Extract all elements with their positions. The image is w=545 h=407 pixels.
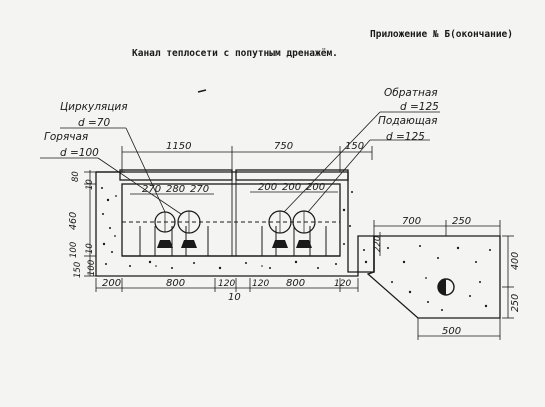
dim-750: 750 — [274, 141, 293, 152]
drain-pipe — [437, 278, 455, 296]
dim-left-80: 80 — [71, 171, 81, 182]
dim-left-150: 150 — [73, 262, 83, 278]
label-circulation-d: d =70 — [78, 117, 110, 129]
dim-left-10a: 10 — [85, 179, 95, 190]
dim-left-10b: 10 — [85, 243, 95, 254]
dim-b-120c: 120 — [334, 279, 351, 289]
dim-r-220: 220 — [373, 236, 383, 252]
appendix-label: Приложение № Б(окончание) — [370, 29, 513, 40]
dim-left-100b: 100 — [87, 260, 97, 276]
dim-r-400: 400 — [510, 252, 521, 270]
dim-b-10: 10 — [228, 292, 241, 303]
dim-r-500: 500 — [442, 326, 461, 337]
dim-200a: 200 — [258, 182, 277, 193]
dim-b-120a: 120 — [218, 279, 235, 289]
pipes — [154, 210, 316, 234]
dim-left-460: 460 — [68, 212, 79, 230]
label-return: Обратная — [384, 87, 438, 99]
dim-r-250b: 250 — [510, 294, 521, 312]
label-hot-d: d =100 — [60, 147, 99, 159]
dim-150: 150 — [345, 141, 364, 152]
concrete-stipple — [101, 187, 368, 270]
dim-270a: 270 — [142, 184, 161, 195]
dim-200c: 200 — [306, 182, 325, 193]
dim-b-800b: 800 — [286, 278, 305, 289]
dim-1150: 1150 — [166, 141, 191, 152]
dimension-values: 1150 750 150 270 280 270 200 200 200 80 … — [68, 141, 521, 337]
label-return-d: d =125 — [400, 101, 439, 113]
dim-r-250: 250 — [452, 216, 471, 227]
dim-r-700: 700 — [402, 216, 421, 227]
dim-200b: 200 — [282, 182, 301, 193]
pipe-bases — [157, 240, 312, 248]
dim-b-200: 200 — [102, 278, 121, 289]
dim-left-100: 100 — [69, 242, 79, 258]
drainage-stipple — [387, 245, 491, 311]
dim-270b: 270 — [190, 184, 209, 195]
label-supply-d: d =125 — [386, 131, 425, 143]
label-supply: Подающая — [378, 115, 438, 127]
dimension-lines — [84, 146, 514, 340]
channel-concrete — [95, 169, 375, 277]
label-hot: Горячая — [44, 131, 88, 143]
dim-b-120b: 120 — [252, 279, 269, 289]
dim-280: 280 — [166, 184, 185, 195]
dim-b-800a: 800 — [166, 278, 185, 289]
stray-mark — [197, 89, 207, 93]
drawing-title: Канал теплосети с попутным дренажём. — [132, 48, 338, 59]
label-circulation: Циркуляция — [60, 101, 128, 113]
leader-lines — [40, 111, 440, 215]
